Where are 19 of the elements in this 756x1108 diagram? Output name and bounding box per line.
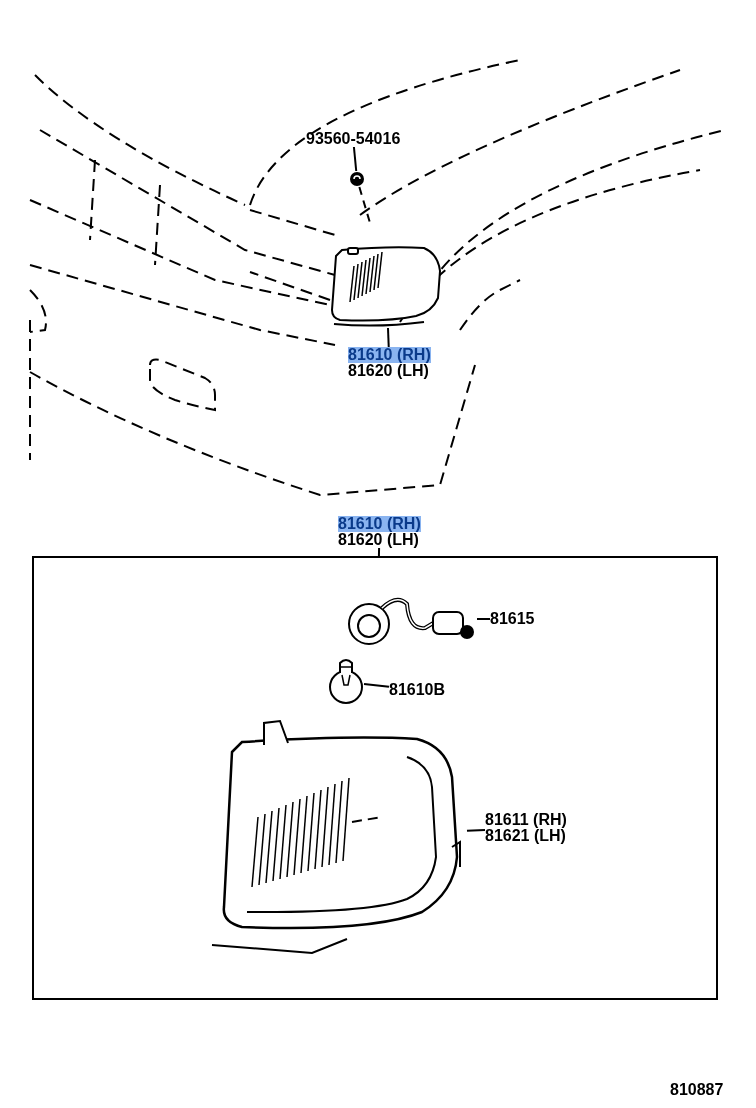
part-number: 81620 (LH) <box>338 532 419 548</box>
part-number: 81620 (LH) <box>348 363 429 379</box>
leader-line <box>476 618 491 620</box>
part-number: 81610 (RH) <box>348 347 431 363</box>
part-number: 81615 <box>490 611 535 627</box>
part-number: 81610B <box>389 682 446 698</box>
diagram-number: 810887 <box>670 1082 724 1098</box>
bulb-drawing <box>328 657 364 707</box>
part-number: 93560-54016 <box>306 131 401 147</box>
leader-line <box>363 683 390 688</box>
nut-drawing <box>349 171 365 187</box>
leader-line <box>466 828 486 832</box>
leader-line <box>377 547 381 557</box>
parts-frame <box>32 556 718 1000</box>
part-number: 81621 (LH) <box>485 828 567 844</box>
part-number: 81611 (RH) <box>485 812 567 828</box>
part-number: 81610 (RH) <box>338 516 421 532</box>
leader-line <box>387 327 390 348</box>
leader-line <box>352 146 358 172</box>
